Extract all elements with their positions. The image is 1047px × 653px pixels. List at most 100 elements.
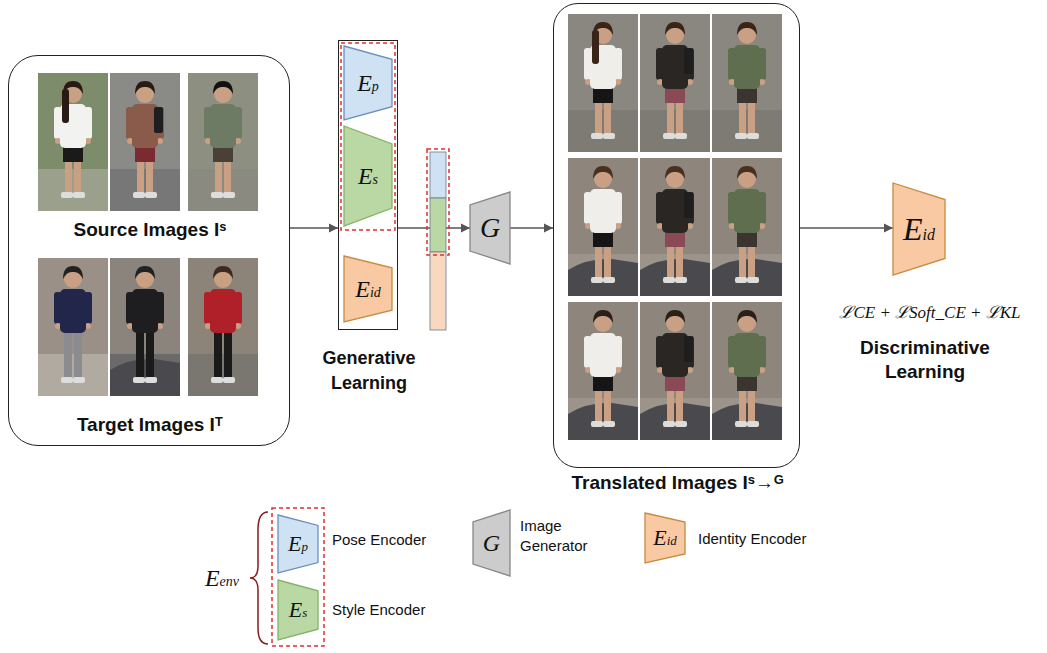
legend-swatch-shape — [278, 515, 318, 573]
shoe — [675, 421, 687, 427]
person-photo — [568, 302, 638, 440]
connector-arrow — [290, 227, 338, 228]
leg — [74, 159, 81, 193]
photo-background — [110, 258, 180, 396]
hair — [737, 166, 757, 179]
leg — [146, 159, 153, 193]
trapezoid-fill — [893, 183, 945, 275]
person-photo — [110, 258, 180, 396]
photo-ground — [188, 169, 258, 211]
car — [712, 403, 782, 440]
leg — [595, 244, 602, 278]
person-photo — [188, 258, 258, 396]
hair — [665, 310, 685, 323]
torso — [590, 333, 616, 377]
photo-background — [640, 158, 710, 296]
leg — [604, 388, 611, 422]
person-photo — [640, 302, 710, 440]
shoe — [133, 377, 145, 383]
person-photo — [110, 73, 180, 211]
photo-ground — [568, 254, 638, 296]
shoe — [747, 277, 759, 283]
leg — [739, 100, 746, 134]
photo-ground — [640, 110, 710, 152]
shoe — [73, 377, 85, 383]
legend-symbol: Es — [289, 597, 308, 623]
torso — [60, 289, 86, 333]
shoe — [211, 192, 223, 198]
photo-background — [568, 158, 638, 296]
photo-ground — [38, 354, 108, 396]
identity-encoder: Eid — [344, 256, 392, 322]
torso — [734, 45, 760, 89]
person-photo — [568, 158, 638, 296]
connector-arrow — [800, 227, 893, 228]
leg — [739, 388, 746, 422]
torso — [734, 333, 760, 377]
trapezoid-fill — [344, 46, 392, 120]
legend-swatch-shape — [473, 510, 510, 576]
shoe — [591, 133, 603, 139]
connector-arrow — [510, 227, 553, 228]
leg — [604, 100, 611, 134]
photo-background — [640, 14, 710, 152]
pose-feature — [430, 152, 446, 198]
leg — [224, 330, 232, 378]
env-encoder-dashed-box — [341, 43, 395, 230]
photo-background — [38, 258, 108, 396]
leg — [595, 388, 602, 422]
shoe — [735, 133, 747, 139]
leg — [667, 244, 674, 278]
shoe — [663, 277, 675, 283]
shoe — [603, 133, 615, 139]
hair — [665, 166, 685, 179]
env-feature-dashed-box — [427, 149, 449, 255]
shoe — [591, 277, 603, 283]
person-photo — [640, 158, 710, 296]
person-photo — [712, 158, 782, 296]
photo-ground — [712, 110, 782, 152]
photo-ground — [38, 169, 108, 211]
panel-title: Source Images Iˢ — [9, 218, 291, 242]
hair — [593, 310, 613, 323]
hair — [737, 310, 757, 323]
encoder-symbol: Eid — [903, 211, 935, 248]
shoe — [145, 192, 157, 198]
pose-encoder: Ep — [344, 46, 392, 120]
backpack — [154, 107, 163, 133]
leg — [595, 100, 602, 134]
torso — [210, 289, 236, 333]
photo-background — [188, 73, 258, 211]
shoe — [61, 377, 73, 383]
person-photo — [712, 14, 782, 152]
car — [568, 403, 638, 440]
leg — [676, 100, 683, 134]
encoder-symbol: G — [480, 212, 500, 244]
hair — [593, 166, 613, 179]
person-photo — [568, 14, 638, 152]
encoder-symbol: Ep — [357, 70, 379, 97]
loss-formula: ℒCE + ℒSoft_CE + ℒKL — [815, 300, 1045, 323]
style-feature — [430, 198, 446, 252]
shoe — [735, 277, 747, 283]
shoe — [591, 421, 603, 427]
car — [640, 259, 710, 296]
leg — [64, 330, 72, 378]
photo-ground — [640, 254, 710, 296]
leg — [604, 244, 611, 278]
legend-swatch-shape — [278, 580, 318, 640]
torso — [590, 189, 616, 233]
panel-title: Target Images Iᵀ — [9, 413, 291, 437]
photo-ground — [110, 169, 180, 211]
car — [110, 359, 180, 396]
identity-encoder: Eid — [893, 183, 945, 275]
shoe — [133, 192, 145, 198]
shoe — [663, 421, 675, 427]
shoe — [735, 421, 747, 427]
leg — [748, 100, 755, 134]
legend-dashed-box — [272, 508, 324, 646]
